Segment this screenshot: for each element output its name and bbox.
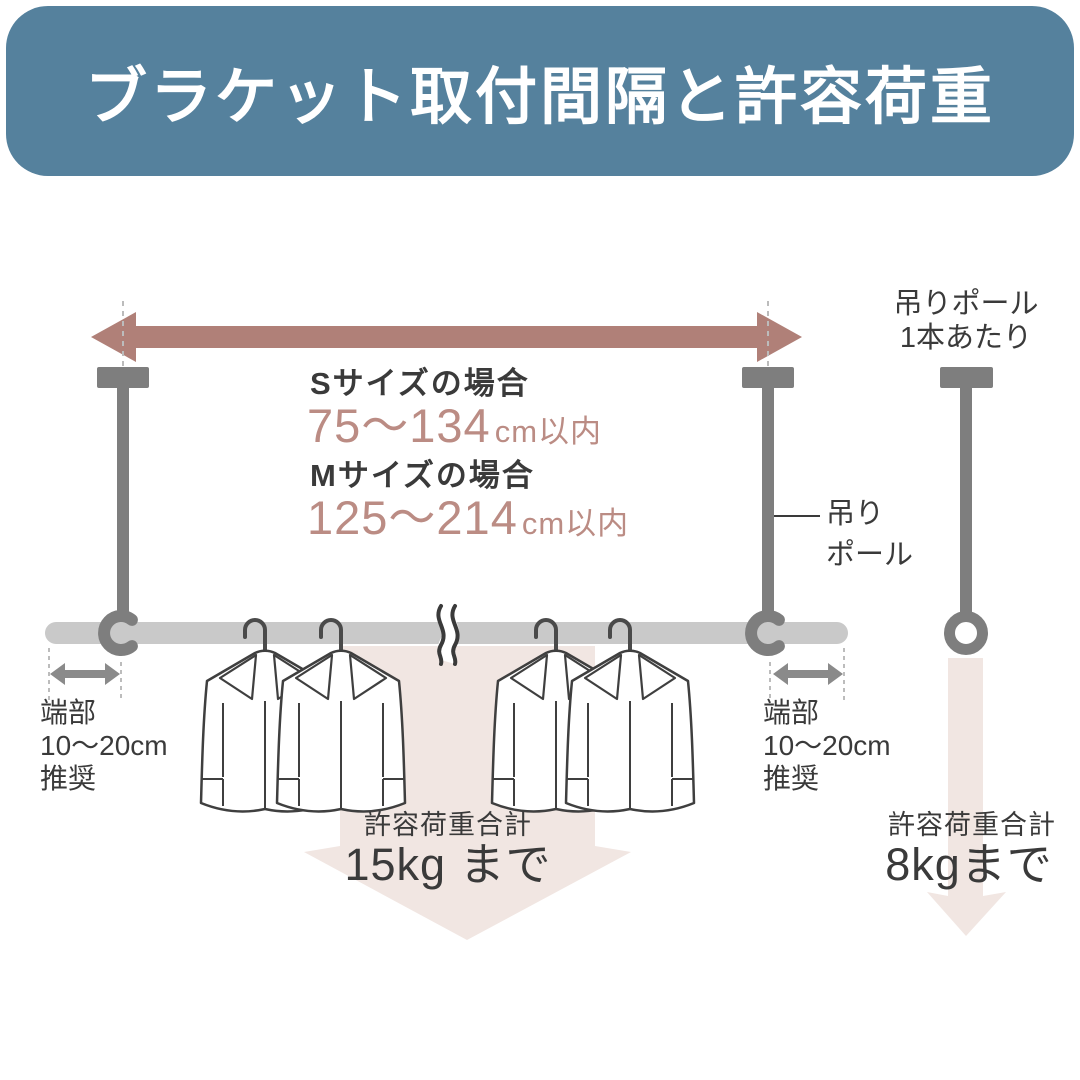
single-pole-caption: 吊りポール 1本あたり [886, 288, 1046, 356]
pole-label-line2: ポール [826, 538, 914, 571]
ring-right [745, 610, 785, 656]
edge-note-right: 端部 10〜20cm 推奨 [763, 697, 891, 795]
edge-note-right-line2: 10〜20cm [763, 729, 891, 761]
pole-label: 吊り ポール [826, 494, 913, 575]
edge-note-left-line3: 推奨 [40, 762, 97, 794]
s-size-value: 75〜134 [307, 399, 491, 452]
m-size-value-row: 125〜214 cm以内 [307, 490, 629, 545]
load-arrow-single [927, 658, 1006, 936]
ceiling-poles [97, 367, 993, 612]
load-right-label: 許容荷重合計 [888, 810, 1056, 840]
s-size-label: Sサイズの場合 [310, 366, 530, 401]
ceiling-bracket-right [742, 367, 794, 388]
pole-label-line1: 吊り [826, 498, 885, 530]
ceiling-bracket-left [97, 367, 149, 388]
edge-arrow-left [50, 663, 120, 685]
load-center-value: 15kg まで [344, 839, 552, 890]
pole-stem-single [960, 386, 972, 612]
page-title: ブラケット取付間隔と許容荷重 [84, 63, 995, 132]
single-pole-caption-line1: 吊りポール [893, 288, 1039, 320]
span-arrow [91, 312, 802, 362]
edge-note-right-line1: 端部 [763, 697, 820, 728]
pole-stem-right [762, 386, 774, 612]
load-right-value: 8kgまで [885, 839, 1053, 890]
pole-rings [98, 610, 988, 656]
single-pole-caption-line2: 1本あたり [899, 321, 1033, 354]
m-size-value: 125〜214 [307, 491, 518, 544]
edge-arrow-right [773, 663, 843, 685]
s-size-unit: cm以内 [494, 414, 603, 449]
edge-note-left: 端部 10〜20cm 推奨 [40, 697, 168, 795]
guide-dashes-top [122, 301, 769, 367]
ring-left [98, 610, 138, 656]
edge-note-right-line3: 推奨 [763, 762, 820, 794]
rod-break-squiggle [436, 599, 460, 666]
ring-single [944, 611, 988, 655]
m-size-label: Mサイズの場合 [310, 458, 535, 493]
edge-note-left-line2: 10〜20cm [40, 729, 168, 761]
guide-dashes-bottom [48, 648, 845, 700]
pole-stem-left [117, 386, 129, 612]
m-size-unit: cm以内 [521, 506, 630, 541]
s-size-value-row: 75〜134 cm以内 [307, 398, 602, 453]
header-banner: ブラケット取付間隔と許容荷重 [6, 6, 1074, 176]
load-center-label: 許容荷重合計 [364, 810, 532, 840]
edge-note-left-line1: 端部 [40, 697, 97, 728]
ceiling-bracket-single [940, 367, 993, 388]
